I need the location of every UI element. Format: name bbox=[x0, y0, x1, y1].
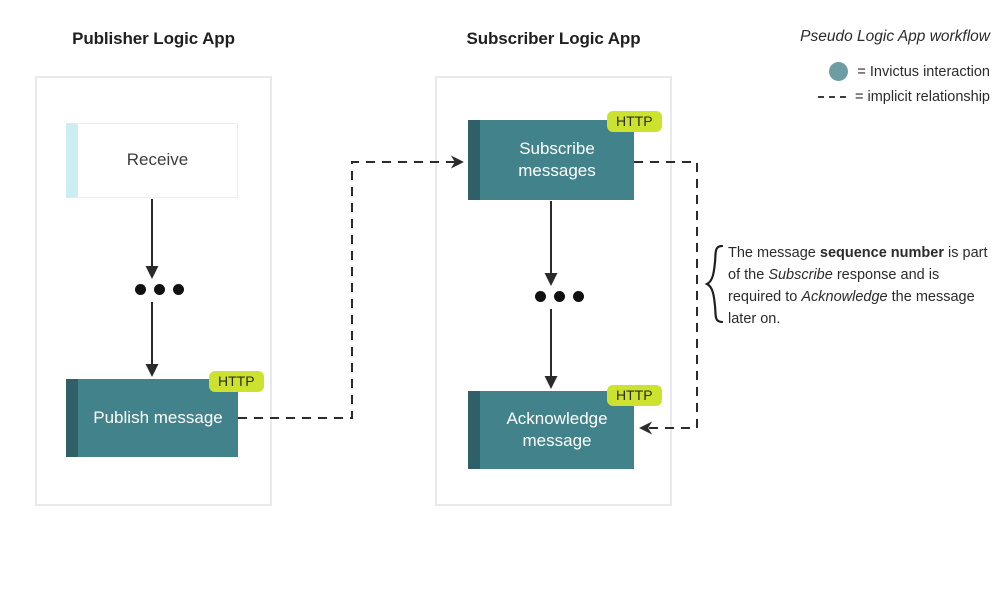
annotation-italic-acknowledge: Acknowledge bbox=[801, 289, 888, 306]
http-badge-subscribe: HTTP bbox=[607, 111, 662, 132]
legend-item-invictus-label: = Invictus interaction bbox=[857, 63, 990, 80]
legend-item-invictus: = Invictus interaction bbox=[700, 62, 990, 81]
annotation-part4: the message later on. bbox=[728, 289, 975, 328]
node-subscribe-messages-label: Subscribe messages bbox=[518, 138, 596, 180]
ellipsis-dot bbox=[554, 291, 565, 302]
http-badge-publish: HTTP bbox=[209, 371, 264, 392]
ellipsis-dot bbox=[135, 284, 146, 295]
annotation-brace bbox=[704, 244, 724, 324]
ellipsis-subscriber bbox=[535, 291, 584, 302]
annotation-part2: is part of the bbox=[728, 245, 988, 284]
teal-circle-icon bbox=[829, 62, 849, 81]
ellipsis-dot bbox=[535, 291, 546, 302]
column-title-subscriber: Subscriber Logic App bbox=[466, 29, 641, 48]
legend-item-implicit: = implicit relationship bbox=[700, 89, 990, 105]
node-publish-message[interactable]: Publish message bbox=[66, 379, 238, 457]
ellipsis-dot bbox=[573, 291, 584, 302]
annotation-part3: response and is required to bbox=[728, 267, 940, 306]
ellipsis-publisher bbox=[135, 284, 184, 295]
annotation-part1: The message bbox=[728, 245, 820, 261]
annotation-note: The message sequence number is part of t… bbox=[728, 242, 990, 330]
node-receive[interactable]: Receive bbox=[66, 123, 238, 198]
legend-item-implicit-label: = implicit relationship bbox=[855, 89, 990, 105]
http-badge-acknowledge: HTTP bbox=[607, 385, 662, 406]
annotation-italic-subscribe: Subscribe bbox=[768, 267, 833, 284]
node-acknowledge-message[interactable]: Acknowledge message bbox=[468, 391, 634, 469]
annotation-bold-sequence-number: sequence number bbox=[819, 245, 944, 261]
legend: Pseudo Logic App workflow = Invictus int… bbox=[700, 28, 990, 113]
dashed-line-icon bbox=[818, 96, 846, 98]
ellipsis-dot bbox=[173, 284, 184, 295]
column-title-publisher: Publisher Logic App bbox=[72, 29, 235, 48]
node-publish-message-label: Publish message bbox=[93, 407, 223, 427]
legend-title: Pseudo Logic App workflow bbox=[800, 28, 990, 45]
node-receive-label: Receive bbox=[126, 150, 189, 170]
node-subscribe-messages[interactable]: Subscribe messages bbox=[468, 120, 634, 200]
node-acknowledge-message-label: Acknowledge message bbox=[506, 408, 608, 450]
ellipsis-dot bbox=[154, 284, 165, 295]
